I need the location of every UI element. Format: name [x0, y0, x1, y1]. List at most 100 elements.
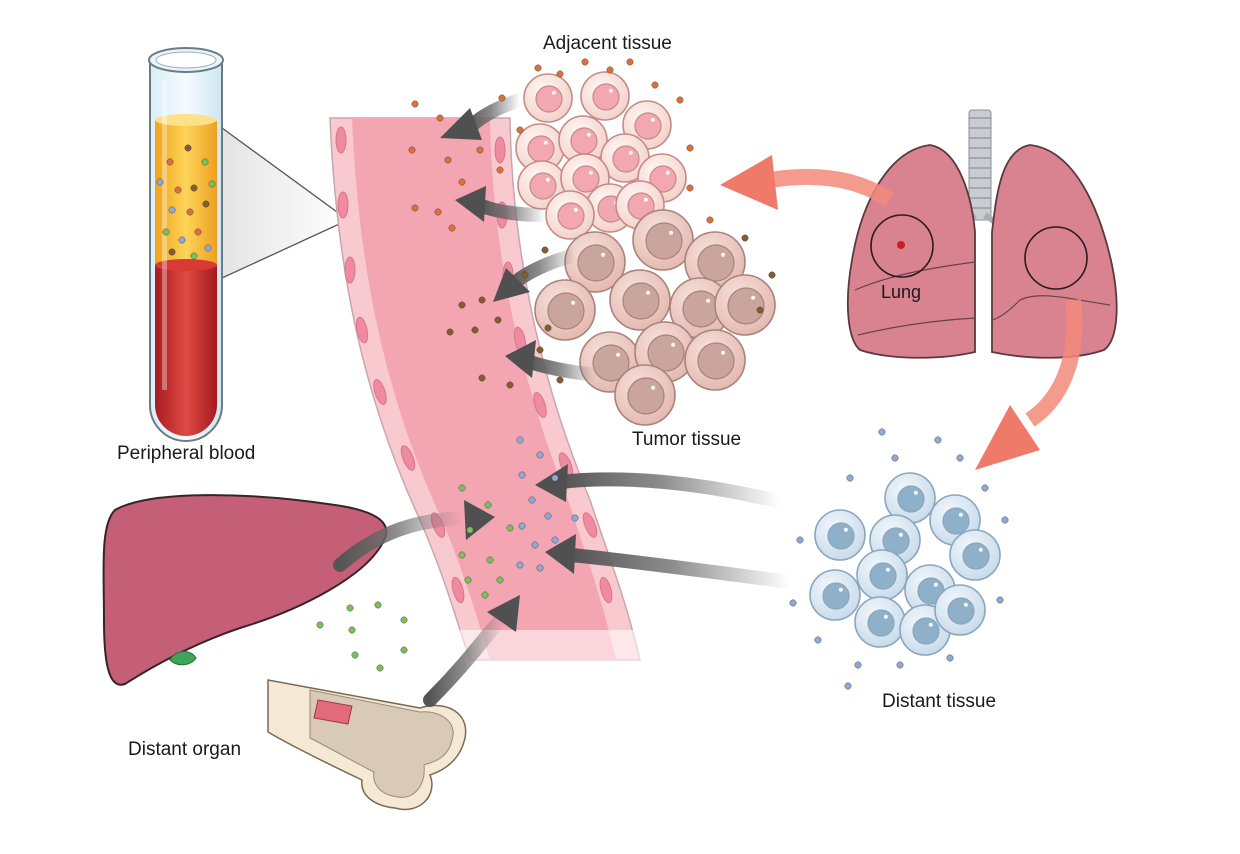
label-distant-tissue: Distant tissue [882, 691, 997, 712]
biomarker-dot [878, 428, 886, 436]
distant-cell [856, 549, 908, 601]
biomarker-dot [458, 551, 466, 559]
biomarker-dots [156, 58, 1009, 690]
biomarker-dot [194, 228, 202, 236]
biomarker-dot [706, 216, 714, 224]
adjacent-cell [558, 115, 608, 165]
salmon-arrows [720, 155, 1083, 470]
biomarker-dot [208, 180, 216, 188]
biomarker-dot [496, 576, 504, 584]
biomarker-dot [516, 126, 524, 134]
biomarker-dot [178, 236, 186, 244]
biomarker-dot [846, 474, 854, 482]
tumor-cell [614, 364, 676, 426]
biomarker-dot [471, 326, 479, 334]
biomarker-dot [896, 661, 904, 669]
label-lung: Lung [881, 282, 922, 302]
biomarker-dot [686, 144, 694, 152]
biomarker-dot [626, 58, 634, 66]
biomarker-dot [174, 186, 182, 194]
biomarker-dot [551, 474, 559, 482]
biomarker-dot [551, 536, 559, 544]
gray-arrow [505, 340, 602, 382]
biomarker-dot [190, 184, 198, 192]
biomarker-dot [411, 204, 419, 212]
biomarker-dot [844, 682, 852, 690]
gray-arrow [440, 93, 527, 140]
label-distant-organ: Distant organ [128, 739, 242, 760]
biomarker-dot [756, 306, 764, 314]
distant-cell [884, 472, 936, 524]
biomarker-dot [556, 376, 564, 384]
biomarker-dot [448, 224, 456, 232]
tumor-cell [564, 231, 626, 293]
biomarker-dot [168, 248, 176, 256]
biomarker-dot [186, 208, 194, 216]
biomarker-dot [436, 114, 444, 122]
biomarker-dot [996, 596, 1004, 604]
test-tube [148, 47, 224, 442]
biomarker-dot [494, 316, 502, 324]
distant-cell [949, 529, 1001, 581]
tumor-cell [684, 329, 746, 391]
zoom-cone [221, 126, 350, 280]
blood-vessel [329, 117, 660, 670]
biomarker-dot [478, 374, 486, 382]
biomarker-dot [484, 501, 492, 509]
gray-arrow [455, 186, 552, 222]
adjacent-cell [515, 123, 565, 173]
biomarker-dot [411, 100, 419, 108]
tumor-cell [714, 274, 776, 336]
distant-cell [814, 509, 866, 561]
biomarker-dot [346, 604, 354, 612]
biomarker-dot [351, 651, 359, 659]
tumor-tissue-cells [534, 209, 776, 426]
biomarker-dot [1001, 516, 1009, 524]
biomarker-dot [518, 471, 526, 479]
biomarker-dot [768, 271, 776, 279]
biomarker-dot [498, 94, 506, 102]
biomarker-dot [466, 526, 474, 534]
biomarker-dot [528, 496, 536, 504]
label-tumor-tissue: Tumor tissue [632, 429, 742, 450]
biomarker-dot [458, 178, 466, 186]
biomarker-dot [476, 146, 484, 154]
gray-arrow [493, 248, 582, 302]
biomarker-dot [854, 661, 862, 669]
biomarker-dot [544, 324, 552, 332]
biomarker-dot [789, 599, 797, 607]
biomarker-dot [444, 156, 452, 164]
biomarker-dot [571, 514, 579, 522]
biomarker-dot [536, 346, 544, 354]
biomarker-dot [796, 536, 804, 544]
biomarker-dot [814, 636, 822, 644]
tumor-cell [684, 231, 746, 293]
biomarker-dot [486, 556, 494, 564]
biomarker-dot [458, 301, 466, 309]
biomarker-dot [156, 178, 164, 186]
liver [102, 494, 388, 686]
tumor-cell [534, 279, 596, 341]
biomarker-dot [446, 328, 454, 336]
biomarker-dot [506, 381, 514, 389]
biomarker-dot [316, 621, 324, 629]
tumor-cell [669, 277, 731, 339]
biomarker-dot [481, 591, 489, 599]
biomarker-dot [516, 561, 524, 569]
biomarker-dot [400, 646, 408, 654]
biomarker-dot [686, 184, 694, 192]
biomarker-dot [496, 166, 504, 174]
biomarker-dot [541, 246, 549, 254]
biomarker-dot [516, 436, 524, 444]
biomarker-dot [162, 228, 170, 236]
biomarker-dot [531, 541, 539, 549]
biomarker-dot [201, 158, 209, 166]
biomarker-dot [166, 158, 174, 166]
adjacent-cell [545, 190, 595, 240]
label-adjacent-tissue: Adjacent tissue [543, 33, 672, 54]
biomarker-dot [676, 96, 684, 104]
biomarker-dot [204, 244, 212, 252]
distant-cell [934, 584, 986, 636]
tumor-cell [632, 209, 694, 271]
